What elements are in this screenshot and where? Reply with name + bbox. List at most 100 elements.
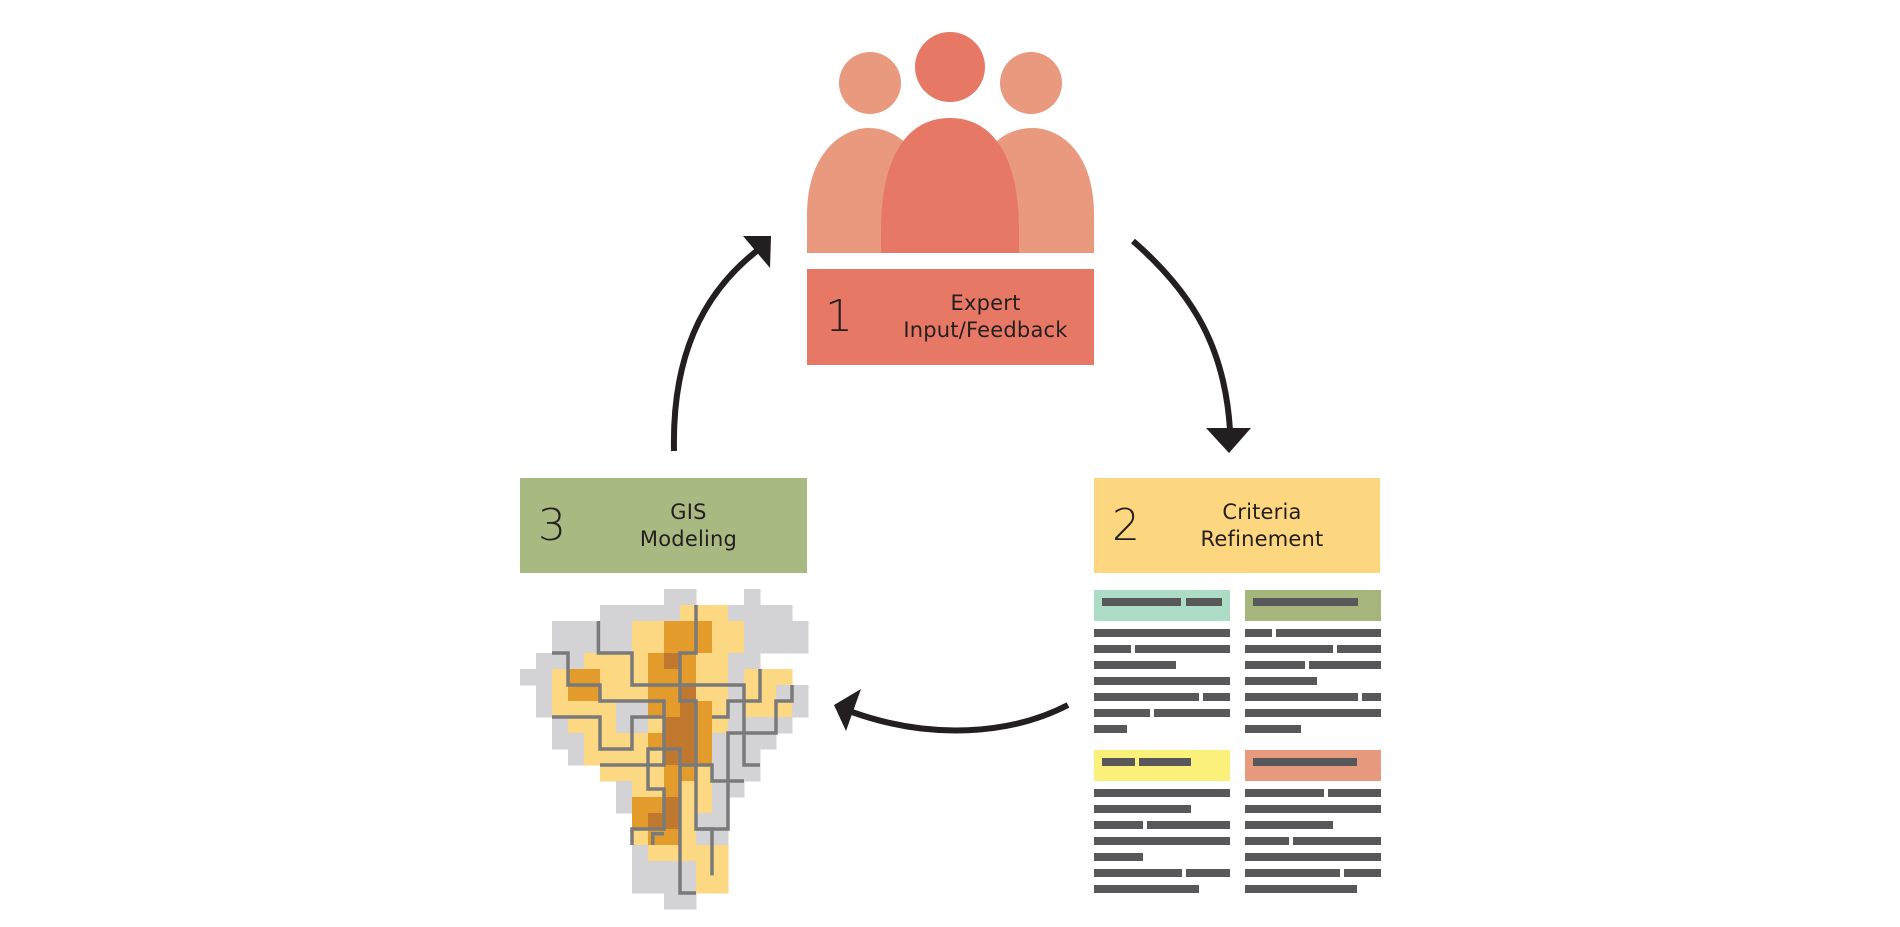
map-road [696,685,794,831]
map-cell-low [696,797,713,814]
map-cell-gray [680,877,697,894]
map-road [552,651,666,845]
document-text-line [1094,629,1230,637]
map-cell-low [600,685,617,702]
map-cell-medium [648,733,665,750]
map-cell-low [696,765,713,782]
placeholder-text-bar [1094,677,1230,685]
map-cell-low [696,653,713,670]
map-cell-low [744,701,761,718]
stage-label: Expert Input/Feedback [877,290,1094,344]
map-cell-gray [584,637,601,654]
map-cell-gray [776,717,793,734]
map-cell-gray [744,749,761,766]
placeholder-text-bar [1344,869,1381,877]
document-section-header [1245,750,1381,781]
map-cell-medium [696,733,713,750]
arrow-3-to-1 [670,247,760,452]
map-cell-low [648,765,665,782]
map-cell-medium [696,701,713,718]
map-cell-low [568,701,585,718]
map-cell-gray [616,717,633,734]
map-cell-gray [760,621,777,638]
map-cell-gray [744,605,761,622]
map-cell-low [744,669,761,686]
map-cell-low [648,749,665,766]
map-cell-gray [744,621,761,638]
map-cell-gray [632,845,649,862]
map-cell-gray [728,717,745,734]
map-cell-low [616,765,633,782]
map-cell-gray [568,733,585,750]
placeholder-text-bar [1245,677,1318,685]
map-cell-low [648,621,665,638]
map-cell-low [632,749,649,766]
map-road [680,763,744,783]
map-cell-low [680,797,697,814]
placeholder-text-bar [1186,598,1222,606]
document-text-line [1094,821,1230,829]
map-cell-gray [760,637,777,654]
map-road [596,621,760,767]
map-cell-medium [696,621,713,638]
map-cell-low [552,701,569,718]
document-text-line [1094,885,1230,893]
map-cell-gray [632,861,649,878]
document-section [1094,750,1230,893]
map-cell-low [696,781,713,798]
map-cell-high [680,701,697,718]
map-cell-gray [680,893,697,910]
map-cell-medium [584,685,601,702]
map-cell-gray [744,637,761,654]
stage-number: 1 [825,291,853,342]
map-cell-low [648,845,665,862]
arrowhead-to-3 [834,689,861,731]
map-cell-low [680,605,697,622]
map-cell-gray [600,621,617,638]
map-cell-gray [728,749,745,766]
document-text-line [1245,661,1381,669]
document-text-line [1245,629,1381,637]
map-cell-gray [632,605,649,622]
placeholder-text-bar [1094,853,1143,861]
placeholder-text-bar [1102,598,1182,606]
document-section [1245,750,1381,893]
map-cell-low [696,685,713,702]
placeholder-text-bar [1245,629,1273,637]
map-cell-low [616,749,633,766]
map-cell-low [632,829,649,846]
map-cell-gray [536,669,553,686]
map-cell-high [664,797,681,814]
map-cell-low [552,685,569,702]
document-text-line [1245,693,1381,701]
map-cell-medium [664,669,681,686]
map-cell-medium [680,621,697,638]
map-cell-high [680,685,697,702]
document-section [1094,590,1230,733]
map-cell-medium [632,797,649,814]
map-cell-low [584,653,601,670]
document-text-line [1094,725,1230,733]
map-cell-medium [680,669,697,686]
stage-number: 3 [538,499,566,551]
map-cell-medium [584,669,601,686]
map-cell-gray [664,605,681,622]
map-cell-gray [696,829,713,846]
document-text-line [1094,645,1230,653]
map-cell-gray [616,701,633,718]
map-cell-low [776,701,793,718]
map-cell-medium [648,653,665,670]
map-cell-medium [664,765,681,782]
map-cell-gray [648,861,665,878]
stage-3-gis-modeling-box: 3 GIS Modeling [520,478,807,573]
map-cell-gray [568,637,585,654]
map-cell-medium [664,637,681,654]
document-section [1245,590,1381,733]
map-cell-gray [552,621,569,638]
map-cell-gray [728,765,745,782]
map-cell-high [680,749,697,766]
map-cell-gray [776,605,793,622]
map-cell-gray [696,813,713,830]
map-cell-high [664,733,681,750]
person-center-head [915,32,985,102]
